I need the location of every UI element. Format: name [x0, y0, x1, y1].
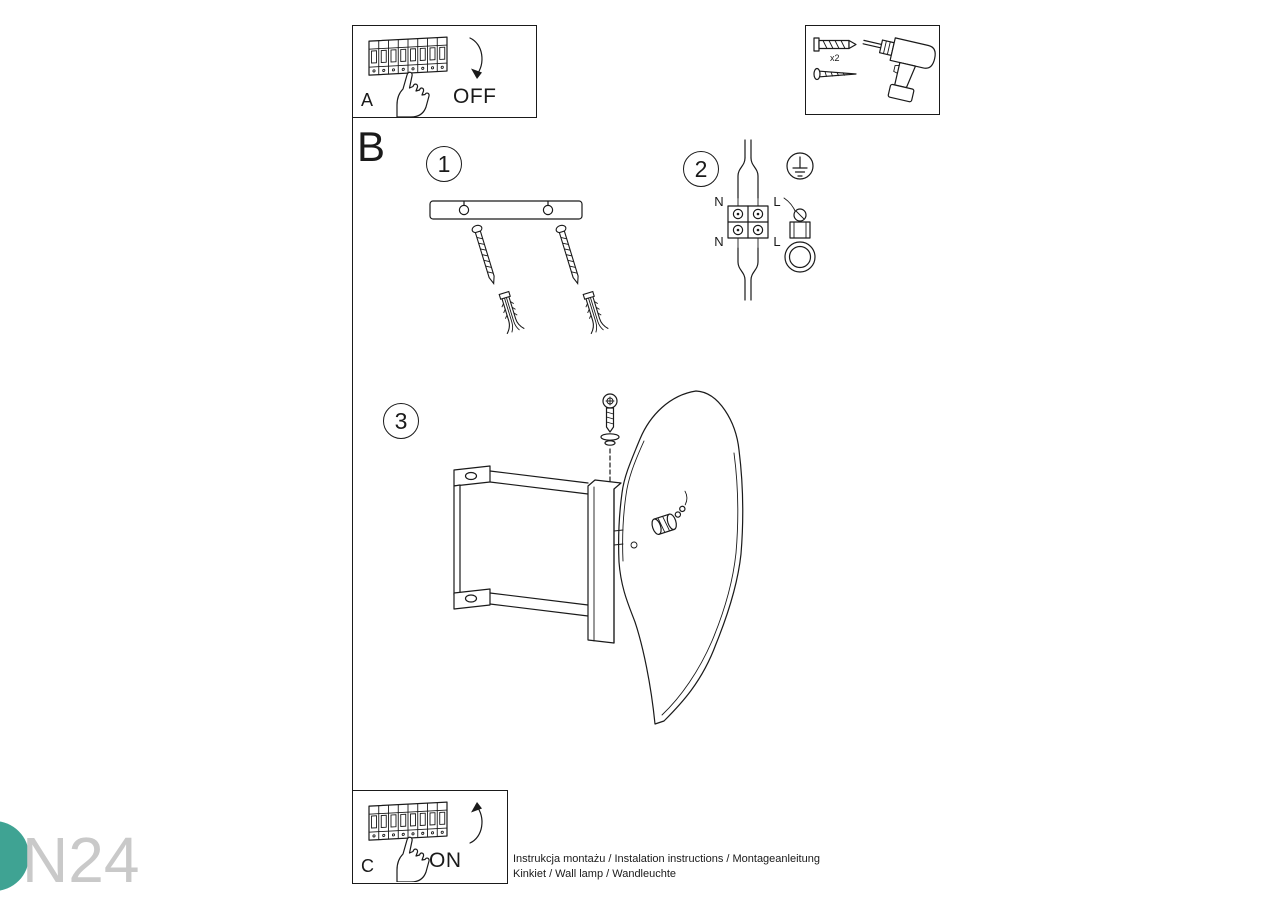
panel-c-box: C ON	[352, 790, 508, 884]
wiring-diagram: N L N L	[688, 136, 840, 306]
mounting-bar-icon	[429, 200, 583, 220]
wall-anchor-icon	[578, 289, 609, 335]
breaker-off-illustration	[368, 36, 483, 117]
terminal-block-icon	[727, 205, 769, 239]
footer: Instrukcja montażu / Instalation instruc…	[513, 852, 820, 882]
step-2-badge: 2	[683, 151, 719, 187]
wire-label-l-top: L	[773, 194, 781, 209]
drill-icon	[862, 37, 936, 103]
circuit-breaker-icon	[368, 801, 448, 841]
lamp-socket-icon	[651, 490, 688, 536]
wire-label-n-bottom: N	[714, 234, 724, 249]
tools-illustration	[813, 37, 936, 103]
breaker-on-illustration	[368, 801, 483, 882]
wire-label-l-bottom: L	[773, 234, 781, 249]
arrow-down-icon	[469, 37, 483, 79]
footer-line-1: Instrukcja montażu / Instalation instruc…	[513, 853, 820, 865]
arrow-up-icon	[469, 802, 483, 844]
watermark-circle-icon	[0, 821, 29, 891]
wire-label-n-top: N	[714, 194, 724, 209]
on-label: ON	[429, 849, 462, 872]
footer-line-2: Kinkiet / Wall lamp / Wandleuchte	[513, 868, 677, 880]
cable-clamp-icon	[783, 197, 816, 273]
hand-icon	[396, 836, 430, 882]
wall-anchor-icon	[494, 289, 525, 335]
step-2-number: 2	[694, 155, 708, 182]
hand-icon	[396, 71, 430, 117]
cable-icon	[737, 139, 759, 207]
wiring-illustration	[727, 139, 816, 301]
section-b-label: B	[357, 123, 386, 170]
screw-icon	[813, 67, 857, 81]
screw-icon	[554, 223, 583, 286]
lamp-shade-icon	[618, 390, 744, 725]
panel-a-box: A OFF	[352, 25, 537, 118]
circuit-breaker-icon	[368, 36, 448, 76]
step-1-badge: 1	[426, 146, 462, 182]
watermark: N24	[0, 821, 139, 896]
cable-icon	[737, 237, 759, 301]
wall-anchor-icon	[813, 37, 857, 52]
screw-icon	[470, 223, 499, 286]
tools-box: x2	[805, 25, 940, 115]
step-3-badge: 3	[383, 403, 419, 439]
off-label: OFF	[453, 85, 497, 108]
wall-bracket-icon	[453, 465, 622, 644]
mounting-screw-icon	[600, 393, 620, 484]
step-1-number: 1	[437, 150, 451, 177]
step-3-number: 3	[394, 407, 408, 434]
ground-symbol-icon	[786, 152, 814, 180]
panel-a-label: A	[361, 90, 374, 110]
bracket-mounting-illustration	[429, 200, 609, 335]
watermark-text: N24	[22, 824, 139, 896]
left-border-line	[352, 25, 353, 884]
assembly-illustration	[453, 390, 744, 725]
panel-c-label: C	[361, 856, 374, 876]
anchor-count-label: x2	[830, 53, 840, 63]
shade-fixing-detail	[613, 529, 638, 549]
